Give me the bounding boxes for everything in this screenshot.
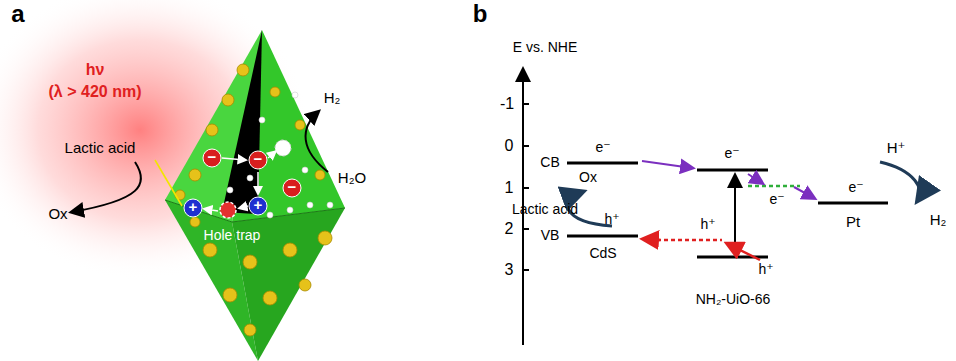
- charge-sign: −: [254, 151, 263, 168]
- hole-trap-level: [650, 239, 722, 242]
- hole-arrow: [728, 244, 760, 260]
- excitation-arrow: [734, 176, 736, 254]
- cds-particles: [175, 64, 332, 336]
- octahedron: [165, 30, 345, 361]
- light-label: hν: [86, 61, 105, 79]
- panel-letter: b: [473, 1, 488, 27]
- hole-label: h⁺: [758, 262, 773, 277]
- electron-label: e⁻: [724, 146, 739, 161]
- electron-label: e⁻: [769, 192, 784, 207]
- product-label: Ox: [579, 170, 597, 185]
- electron-label: e⁻: [848, 180, 863, 195]
- tick-label: 3: [505, 261, 514, 279]
- electron-arrows: [642, 161, 814, 198]
- tick-label: 1: [505, 179, 514, 197]
- tick-label: 0: [505, 137, 514, 155]
- metal-label: Pt: [846, 214, 860, 231]
- light-label: (λ > 420 nm): [49, 83, 142, 101]
- charge-sign: −: [288, 179, 297, 196]
- hole-label: h⁺: [604, 212, 619, 227]
- reactant-label: Lactic acid: [512, 202, 578, 217]
- oxidation-arrow: [72, 162, 141, 212]
- charge-sign: +: [189, 199, 198, 216]
- ion-label: H⁺: [887, 140, 906, 157]
- material-label: CdS: [589, 246, 616, 261]
- electron-label: e⁻: [595, 140, 610, 155]
- band-levels: [567, 163, 888, 257]
- reactant-label: H₂O: [338, 170, 366, 187]
- band-label: CB: [540, 155, 559, 170]
- light-ray: [155, 160, 182, 206]
- material-label: NH₂-UiO-66: [696, 292, 771, 307]
- axis-title: E vs. NHE: [513, 40, 578, 55]
- band-label: VB: [541, 228, 560, 243]
- charge-balls: [184, 140, 301, 218]
- hole-arrow: [644, 239, 660, 240]
- reduction-arrow: [306, 112, 328, 172]
- electron-trap-level: [748, 185, 800, 188]
- pt-particles: [227, 92, 333, 218]
- charge-sign: −: [208, 149, 217, 166]
- hole-label: h⁺: [700, 217, 715, 232]
- product-label: Ox: [48, 206, 67, 223]
- product-label: H₂: [324, 90, 341, 107]
- hole-trap-label: Hole trap: [204, 228, 261, 243]
- product-label: H₂: [930, 212, 947, 229]
- tick-label: -1: [500, 95, 514, 113]
- reactant-label: Lactic acid: [65, 140, 136, 157]
- panel-letter: a: [11, 1, 24, 27]
- charge-sign: +: [254, 197, 263, 214]
- reduction-arrow: [880, 162, 920, 200]
- tick-label: 2: [505, 220, 514, 238]
